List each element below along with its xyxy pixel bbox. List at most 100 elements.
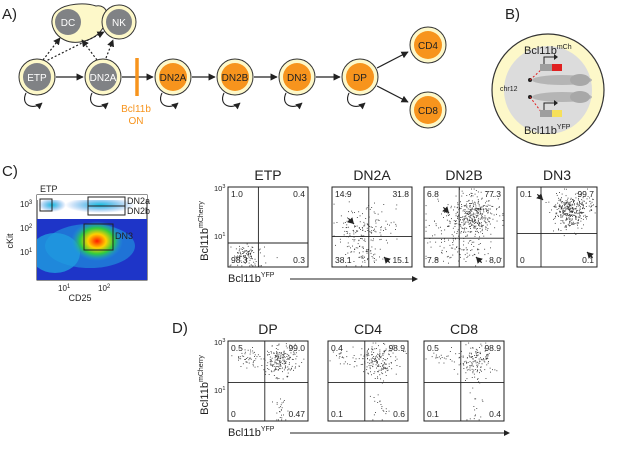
scatter-point [487, 212, 489, 213]
scatter-point [379, 355, 380, 356]
scatter-point [562, 209, 564, 211]
scatter-point [240, 253, 242, 255]
scatter-point [576, 216, 578, 218]
scatter-point [575, 219, 577, 220]
scatter-point [481, 197, 483, 199]
scatter-point [457, 373, 459, 375]
scatter-point [572, 215, 573, 217]
scatter-point [395, 373, 397, 375]
scatter-point [461, 195, 463, 197]
scatter-point [384, 362, 386, 364]
scatter-point [457, 217, 459, 219]
scatter-point [477, 228, 478, 229]
scatter-point [354, 248, 356, 250]
scatter-point [586, 198, 588, 200]
scatter-point [270, 360, 272, 361]
scatter-point [385, 350, 387, 351]
scatter-point [366, 223, 368, 225]
quadrant-plot-frame [331, 186, 413, 268]
scatter-point [374, 258, 375, 259]
scatter-point [485, 202, 486, 204]
scatter-point [347, 363, 348, 365]
scatter-point [472, 213, 474, 215]
scatter-point [579, 207, 581, 209]
scatter-point [463, 361, 465, 363]
scatter-point [471, 362, 473, 364]
scatter-point [458, 353, 460, 354]
scatter-point [451, 347, 452, 348]
scatter-point [384, 359, 386, 360]
scatter-point [276, 366, 278, 367]
scatter-point [378, 220, 380, 221]
scatter-point [582, 204, 584, 205]
scatter-point [372, 342, 374, 344]
scatter-point [239, 252, 241, 254]
scatter-point [238, 356, 239, 358]
scatter-point [562, 212, 564, 214]
scatter-point [481, 206, 483, 208]
scatter-point [285, 345, 287, 347]
scatter-point [580, 220, 582, 222]
scatter-point [291, 365, 293, 367]
scatter-point [373, 254, 374, 256]
scatter-point [472, 365, 474, 367]
scatter-point [499, 215, 501, 217]
scatter-point [561, 207, 562, 209]
scatter-point [369, 231, 371, 233]
scatter-point [475, 348, 477, 350]
scatter-point [452, 227, 454, 229]
scatter-point [567, 197, 569, 199]
scatter-point [567, 204, 569, 206]
scatter-point [245, 255, 246, 257]
scatter-point [371, 354, 373, 356]
scatter-point [443, 357, 445, 359]
scatter-point [255, 358, 257, 360]
scatter-point [359, 246, 360, 247]
scatter-point [576, 212, 578, 214]
scatter-point [441, 357, 443, 358]
scatter-point [375, 360, 377, 362]
etp-label: ETP [27, 73, 47, 84]
scatter-point [488, 217, 490, 219]
scatter-point [237, 257, 238, 259]
scatter-point [280, 365, 282, 367]
scatter-point [567, 206, 569, 208]
scatter-point [286, 356, 288, 357]
scatter-point [280, 357, 282, 359]
scatter-point [280, 406, 281, 408]
scatter-point [475, 225, 477, 227]
scatter-point [356, 231, 358, 232]
scatter-point [292, 359, 294, 360]
scatter-point [585, 202, 587, 204]
scatter-point [372, 357, 374, 359]
scatter-point [239, 251, 241, 253]
scatter-point [484, 369, 486, 371]
scatter-point [353, 366, 355, 368]
scatter-point [589, 197, 590, 199]
scatter-point [376, 367, 377, 369]
scatter-point [477, 352, 479, 353]
scatter-point [353, 251, 355, 253]
quadrant-value-lower-right: 0.6 [393, 409, 405, 419]
scatter-point [249, 259, 251, 261]
scatter-point [240, 366, 242, 367]
scatter-point [468, 215, 470, 217]
scatter-point [449, 351, 451, 352]
scatter-point [368, 354, 370, 356]
scatter-point [473, 418, 475, 420]
scatter-point [570, 214, 572, 216]
scatter-point [467, 357, 468, 359]
scatter-point [429, 241, 431, 243]
scatter-point [480, 191, 482, 193]
plot-title: CD8 [450, 321, 478, 337]
scatter-point [576, 210, 577, 212]
scatter-point [380, 229, 382, 231]
scatter-point [579, 206, 581, 208]
scatter-point [565, 213, 567, 215]
scatter-point [469, 254, 471, 256]
scatter-point [391, 362, 392, 364]
scatter-point [348, 211, 349, 213]
scatter-point [449, 257, 451, 259]
scatter-point [485, 349, 487, 351]
scatter-point [281, 356, 283, 358]
